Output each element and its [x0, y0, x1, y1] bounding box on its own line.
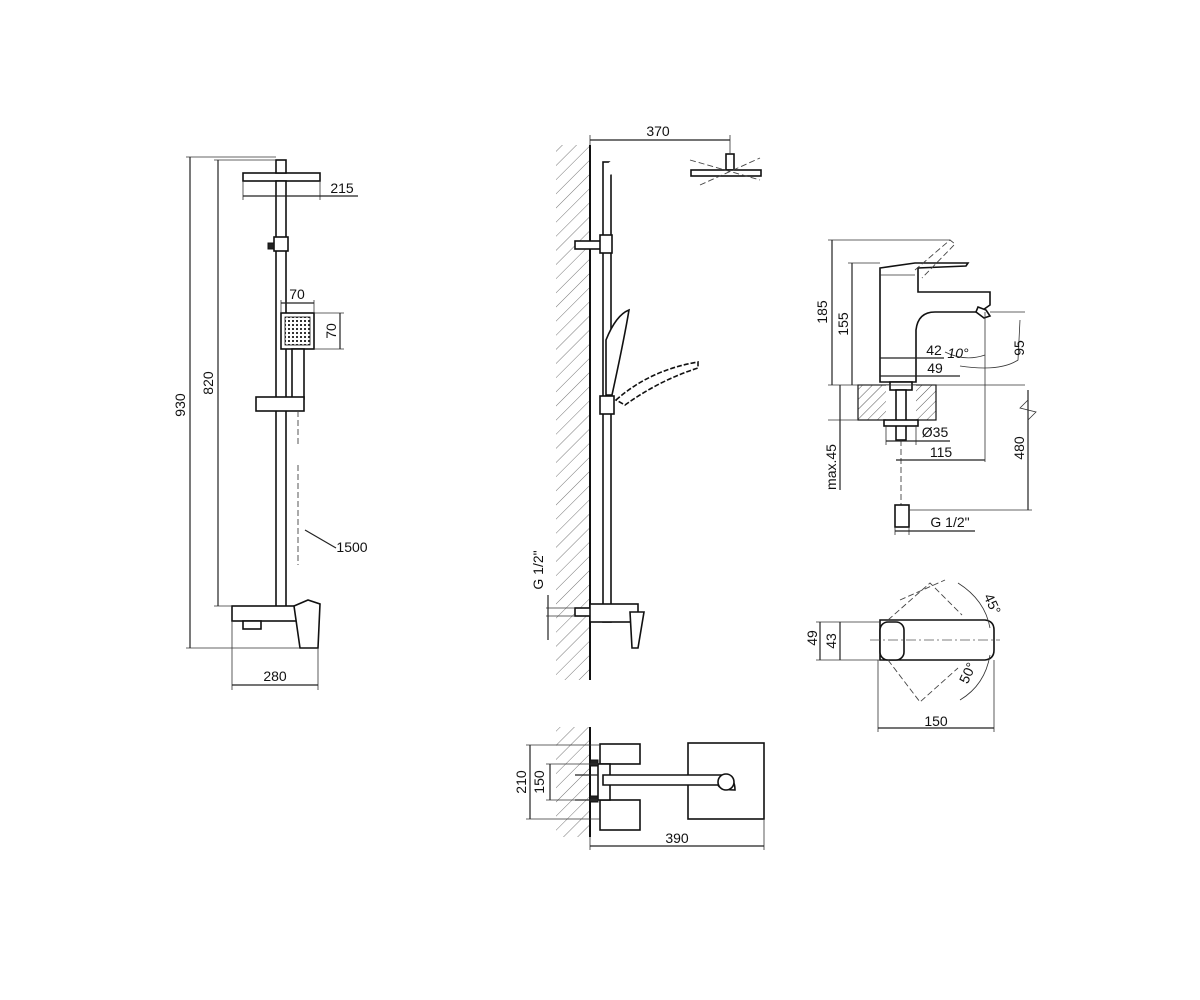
slide-holder [255, 396, 305, 412]
mixer-outlet [242, 620, 262, 630]
dim-49: 49 [927, 360, 943, 376]
mixer-lever [293, 599, 321, 649]
dim-basin-top-length: 150 [924, 713, 948, 729]
basin-mixer-side: 185 155 42 10° 95 49 Ø35 115 max.45 480 … [814, 239, 1037, 535]
wall-hatch [556, 145, 590, 680]
dim-hand-height: 70 [323, 323, 339, 339]
dim-hand-width: 70 [289, 286, 305, 302]
dim-angle: 10° [947, 345, 969, 361]
dim-mixer-width: 280 [263, 668, 287, 684]
dim-top-outer: 210 [513, 770, 529, 794]
dim-reach: 115 [930, 444, 953, 460]
dim-basin-height: 185 [814, 300, 830, 324]
dim-hole: Ø35 [922, 424, 949, 440]
hand-shower-nozzles [284, 316, 311, 346]
dim-spout-95: 95 [1011, 340, 1027, 356]
dim-side-thread: G 1/2" [530, 550, 546, 589]
hand-shower-handle [291, 348, 305, 400]
dim-basin-thread: G 1/2" [930, 514, 969, 530]
dim-42: 42 [926, 342, 942, 358]
dim-basin-top-43: 43 [823, 633, 839, 649]
front-view: 930 820 215 70 70 1500 280 [172, 156, 368, 690]
dim-bar-height: 820 [200, 371, 216, 395]
head-connector [275, 159, 287, 174]
dim-basin-top-49: 49 [804, 630, 820, 646]
dim-top-depth: 390 [665, 830, 689, 846]
dim-spout-height: 155 [835, 312, 851, 336]
dim-total-height: 930 [172, 393, 188, 417]
dim-hose-length: 480 [1011, 436, 1027, 460]
joint-knob [267, 242, 275, 250]
shower-head [242, 172, 321, 182]
side-hand-shower [605, 308, 631, 396]
dim-head-width: 215 [330, 180, 354, 196]
top-wall-hatch [556, 727, 590, 837]
side-view: 370 G 1/2" [530, 123, 762, 680]
dim-max-thickness: max.45 [823, 444, 839, 490]
dim-arm-length: 370 [646, 123, 670, 139]
dim-hose-length: 1500 [336, 539, 367, 555]
dim-top-inner: 150 [531, 770, 547, 794]
dim-angle-50: 50° [956, 660, 979, 686]
hose-nut [894, 504, 910, 528]
dim-angle-45: 45° [981, 591, 1004, 617]
column-joint [273, 236, 289, 252]
basin-mixer-top: 43 49 45° 50° 150 [804, 579, 1004, 732]
basin-mixer-body [879, 262, 991, 383]
top-view: 210 150 390 [513, 727, 765, 850]
basin-top-lever [879, 621, 905, 661]
